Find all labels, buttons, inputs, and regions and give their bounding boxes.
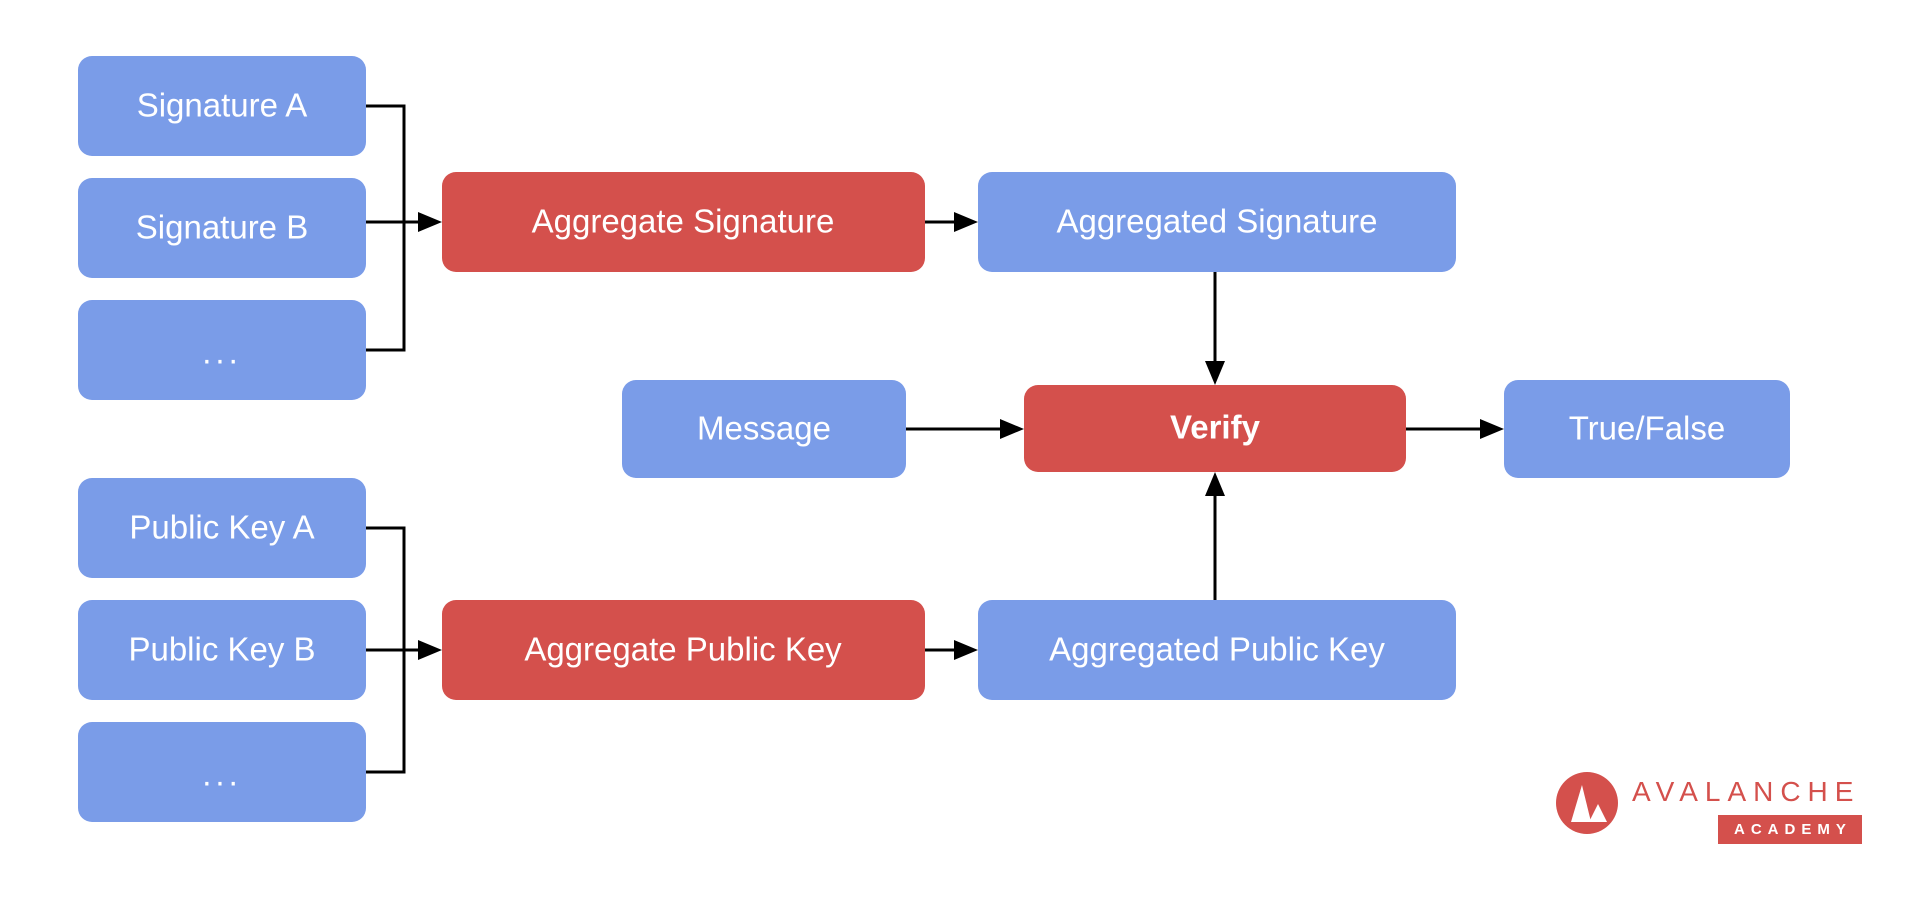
node-true-false[interactable]: True/False bbox=[1504, 380, 1790, 478]
nodes-layer: Signature A Signature B ... Aggregate Si… bbox=[78, 56, 1790, 822]
edge-aggregate-to-aggregated-signature bbox=[925, 212, 978, 232]
node-true-false-shape[interactable] bbox=[1504, 380, 1790, 478]
arrow-head-icon bbox=[1480, 419, 1504, 439]
node-verify[interactable]: Verify bbox=[1024, 385, 1406, 472]
arrow-head-icon bbox=[954, 640, 978, 660]
edge-public-key-a-to-aggregate bbox=[366, 526, 406, 650]
node-aggregate-signature-shape[interactable] bbox=[442, 172, 925, 272]
edge-aggregated-signature-to-verify bbox=[1205, 272, 1225, 385]
node-signature-a-label: Signature A bbox=[137, 87, 308, 124]
arrow-head-icon bbox=[418, 640, 442, 660]
arrow-head-icon bbox=[418, 212, 442, 232]
avalanche-peak-small-icon bbox=[1589, 804, 1607, 822]
logo-wordmark: AVALANCHE bbox=[1632, 776, 1861, 807]
node-signature-b-label: Signature B bbox=[136, 209, 308, 246]
node-aggregated-signature-label: Aggregated Signature bbox=[1056, 203, 1377, 240]
node-public-key-a-shape[interactable] bbox=[78, 478, 366, 578]
arrow-head-icon bbox=[954, 212, 978, 232]
node-aggregated-signature-shape[interactable] bbox=[978, 172, 1456, 272]
node-aggregate-public-key[interactable]: Aggregate Public Key bbox=[442, 600, 925, 700]
edge-verify-to-true-false bbox=[1406, 419, 1504, 439]
edge-public-key-more-to-aggregate bbox=[366, 650, 406, 774]
node-aggregate-public-key-label: Aggregate Public Key bbox=[524, 631, 842, 668]
node-public-key-more-label: ... bbox=[202, 756, 242, 793]
node-public-key-more-shape[interactable] bbox=[78, 722, 366, 822]
edge-signature-more-to-aggregate bbox=[366, 222, 406, 352]
edge-public-key-b-to-aggregate bbox=[366, 640, 442, 660]
node-message[interactable]: Message bbox=[622, 380, 906, 478]
logo-subwordmark: ACADEMY bbox=[1718, 815, 1862, 844]
edge-message-to-verify bbox=[906, 419, 1024, 439]
node-aggregated-public-key-shape[interactable] bbox=[978, 600, 1456, 700]
node-aggregate-signature-label: Aggregate Signature bbox=[532, 203, 835, 240]
edge-aggregate-to-aggregated-public-key bbox=[925, 640, 978, 660]
connectors-layer bbox=[366, 104, 1504, 774]
node-public-key-b-shape[interactable] bbox=[78, 600, 366, 700]
node-aggregated-signature[interactable]: Aggregated Signature bbox=[978, 172, 1456, 272]
edge-aggregated-public-key-to-verify bbox=[1205, 472, 1225, 600]
node-signature-a-shape[interactable] bbox=[78, 56, 366, 156]
arrow-head-icon bbox=[1205, 361, 1225, 385]
node-message-shape[interactable] bbox=[622, 380, 906, 478]
node-signature-a[interactable]: Signature A bbox=[78, 56, 366, 156]
node-aggregated-public-key-label: Aggregated Public Key bbox=[1049, 631, 1385, 668]
node-signature-b[interactable]: Signature B bbox=[78, 178, 366, 278]
node-public-key-b-label: Public Key B bbox=[128, 631, 315, 668]
node-true-false-label: True/False bbox=[1569, 410, 1726, 447]
node-verify-shape[interactable] bbox=[1024, 385, 1406, 472]
node-verify-label: Verify bbox=[1170, 409, 1261, 446]
node-public-key-b[interactable]: Public Key B bbox=[78, 600, 366, 700]
avalanche-logo-mark-icon bbox=[1556, 772, 1618, 834]
node-aggregate-signature[interactable]: Aggregate Signature bbox=[442, 172, 925, 272]
edge-signature-a-to-aggregate bbox=[366, 104, 406, 222]
arrow-head-icon bbox=[1205, 472, 1225, 496]
logo-text-block: AVALANCHE ACADEMY bbox=[1632, 770, 1862, 844]
node-signature-more[interactable]: ... bbox=[78, 300, 366, 400]
node-public-key-more[interactable]: ... bbox=[78, 722, 366, 822]
node-aggregated-public-key[interactable]: Aggregated Public Key bbox=[978, 600, 1456, 700]
edge-signature-b-to-aggregate bbox=[366, 212, 442, 232]
node-signature-b-shape[interactable] bbox=[78, 178, 366, 278]
node-message-label: Message bbox=[697, 410, 831, 447]
node-public-key-a[interactable]: Public Key A bbox=[78, 478, 366, 578]
avalanche-academy-logo: AVALANCHE ACADEMY bbox=[1556, 770, 1876, 850]
arrow-head-icon bbox=[1000, 419, 1024, 439]
node-signature-more-shape[interactable] bbox=[78, 300, 366, 400]
node-signature-more-label: ... bbox=[202, 334, 242, 371]
node-public-key-a-label: Public Key A bbox=[129, 509, 314, 546]
node-aggregate-public-key-shape[interactable] bbox=[442, 600, 925, 700]
